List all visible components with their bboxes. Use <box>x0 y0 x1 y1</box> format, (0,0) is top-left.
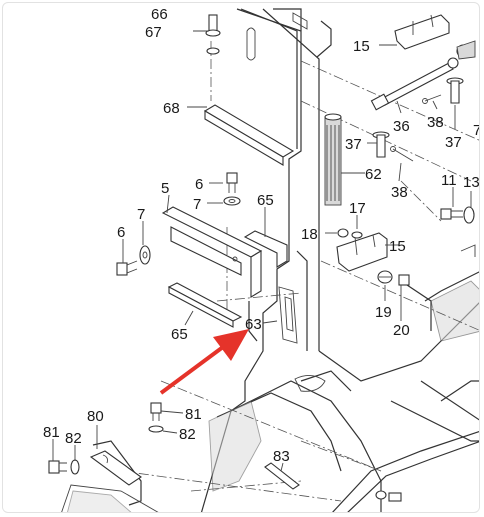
label-5: 5 <box>161 180 169 197</box>
label-7-top: 7 <box>193 196 201 213</box>
washer-82-top <box>148 425 164 433</box>
label-81-top: 81 <box>185 406 202 423</box>
rod-36 <box>370 57 459 111</box>
label-63: 63 <box>245 316 262 333</box>
label-80: 80 <box>87 408 104 425</box>
label-65-lower: 65 <box>171 326 188 343</box>
bolt-6-top <box>226 172 238 193</box>
bracket-68 <box>203 104 295 166</box>
label-82-top: 82 <box>179 426 196 443</box>
label-15-lower: 15 <box>389 238 406 255</box>
pin-37-a <box>372 131 390 158</box>
label-19: 19 <box>375 304 392 321</box>
diagram-frame: 66 67 68 15 36 38 37 37 7 62 38 5 6 7 65… <box>2 2 480 513</box>
bracket-15-upper <box>394 14 476 60</box>
label-38-upper: 38 <box>427 114 444 131</box>
label-6-left: 6 <box>117 224 125 241</box>
bracket-5 <box>161 206 263 298</box>
washer-67 <box>206 47 220 55</box>
label-36: 36 <box>393 118 410 135</box>
bolt-20 <box>398 274 410 286</box>
washer-7-left <box>139 245 151 265</box>
label-18: 18 <box>301 226 318 243</box>
pin-37-b <box>446 77 464 104</box>
label-38-lower: 38 <box>391 184 408 201</box>
label-81-left: 81 <box>43 424 60 441</box>
gas-spring-62 <box>324 113 342 206</box>
cotter-38-a <box>422 94 442 104</box>
label-13: 13 <box>463 174 480 191</box>
leader-lines <box>52 30 472 472</box>
label-62: 62 <box>365 166 382 183</box>
frame-slots <box>246 12 476 392</box>
label-7-edge: 7 <box>473 122 480 139</box>
bolt-11 <box>440 208 463 220</box>
bracket-65-lower <box>167 282 243 328</box>
bolt-81-left <box>48 460 67 474</box>
washer-17 <box>351 231 363 239</box>
label-67: 67 <box>145 24 162 41</box>
label-6-top: 6 <box>195 176 203 193</box>
bolt-67 <box>205 14 221 37</box>
washer-13 <box>463 206 475 224</box>
label-7-left: 7 <box>137 206 145 223</box>
label-20: 20 <box>393 322 410 339</box>
label-37-left: 37 <box>345 136 362 153</box>
bracket-15-lower <box>336 232 388 272</box>
label-11: 11 <box>441 172 457 189</box>
bolt-81-top <box>150 402 162 421</box>
callout-labels: 66 67 68 15 36 38 37 37 7 62 38 5 6 7 65… <box>43 6 480 465</box>
cotter-38-b <box>390 146 414 162</box>
exploded-parts-diagram: 66 67 68 15 36 38 37 37 7 62 38 5 6 7 65… <box>43 6 480 512</box>
bracket-65-upper <box>243 230 288 268</box>
washer-82-left <box>70 459 80 475</box>
label-66: 66 <box>151 6 168 23</box>
knob-19 <box>377 270 393 284</box>
label-83: 83 <box>273 448 290 465</box>
panel-80 <box>61 440 159 512</box>
label-68: 68 <box>163 100 180 117</box>
label-15-upper: 15 <box>353 38 370 55</box>
highlight-arrow <box>159 329 249 395</box>
label-17: 17 <box>349 200 366 217</box>
bracket-83 <box>264 462 300 490</box>
bolt-6-left <box>116 260 138 276</box>
label-65-upper: 65 <box>257 192 274 209</box>
nut-18 <box>337 228 349 238</box>
washer-7-top <box>223 196 241 206</box>
label-82-left: 82 <box>65 430 82 447</box>
bolt-bottom-right <box>375 490 402 502</box>
label-37-right: 37 <box>445 134 462 151</box>
main-frame-outline <box>200 8 479 512</box>
